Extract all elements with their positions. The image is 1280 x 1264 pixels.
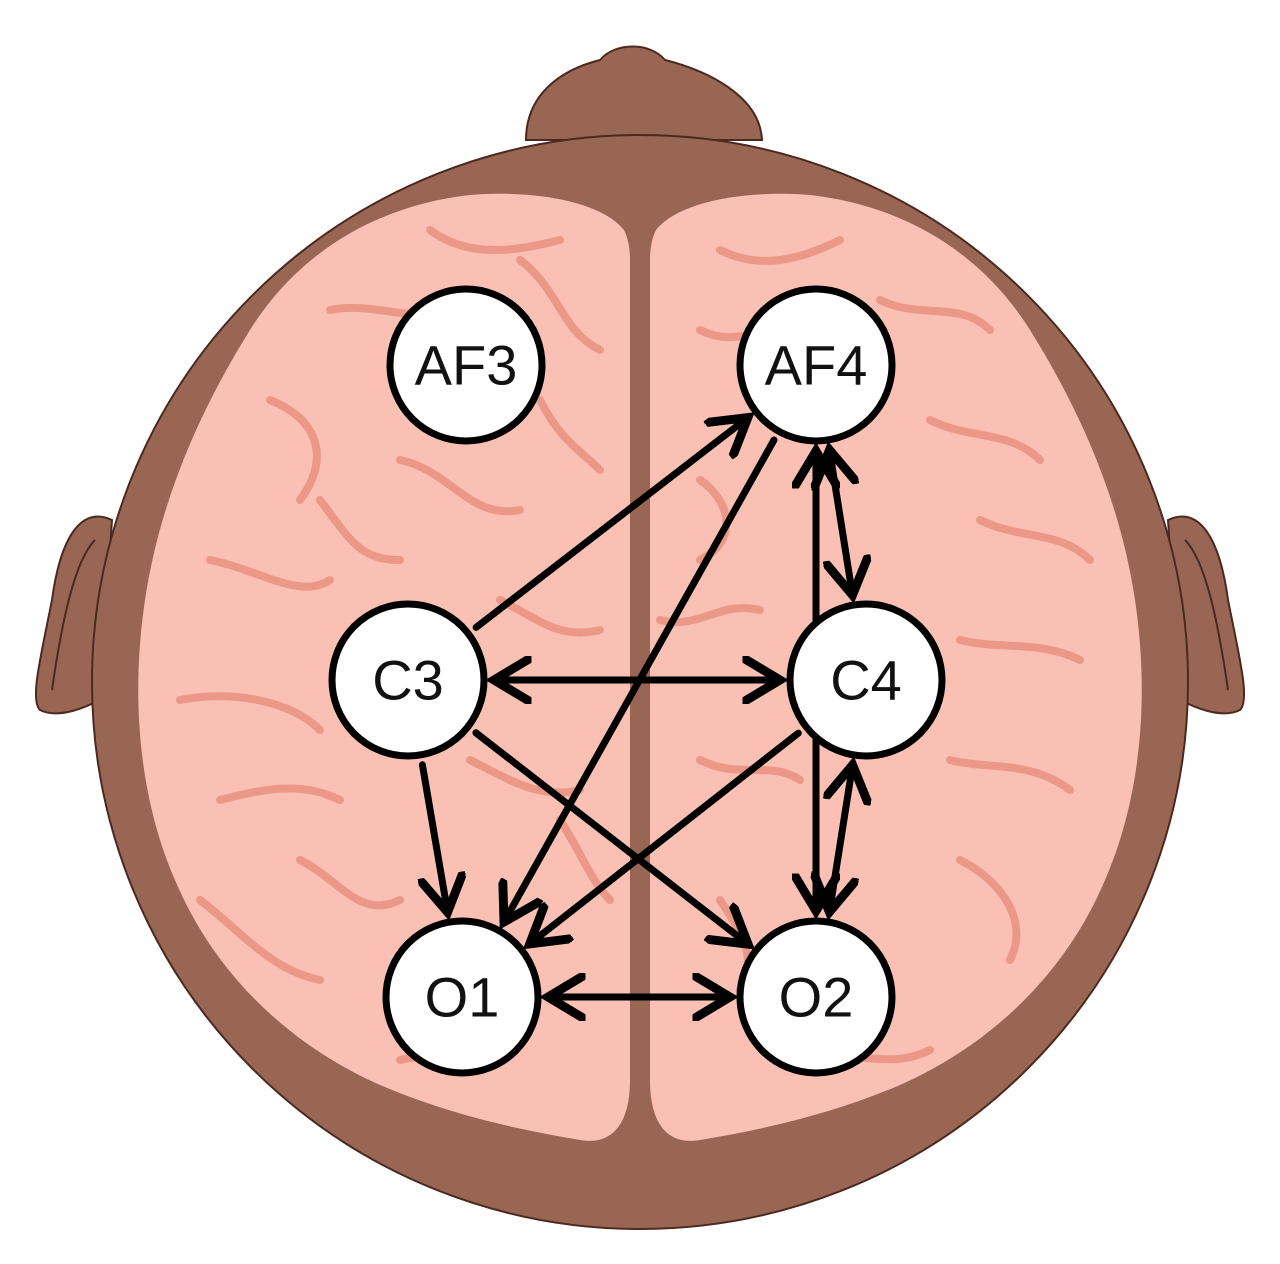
arrow-c3-af4 bbox=[472, 418, 748, 631]
electrode-circle bbox=[328, 600, 488, 760]
nose bbox=[524, 45, 764, 141]
arrow-c4-o1 bbox=[530, 729, 802, 944]
arrow-c3-o1 bbox=[422, 761, 447, 912]
electrode-o1[interactable]: O1 bbox=[382, 917, 542, 1077]
electrode-o2[interactable]: O2 bbox=[736, 917, 896, 1077]
electrode-label: O1 bbox=[425, 966, 500, 1029]
electrode-c4[interactable]: C4 bbox=[786, 600, 946, 760]
electrode-circle bbox=[736, 285, 896, 445]
electrode-label: C4 bbox=[830, 649, 902, 712]
electrode-label: AF3 bbox=[415, 334, 518, 397]
electrode-label: AF4 bbox=[765, 334, 868, 397]
electrode-af4[interactable]: AF4 bbox=[736, 285, 896, 445]
electrode-c3[interactable]: C3 bbox=[328, 600, 488, 760]
left-ear-detail bbox=[51, 539, 96, 691]
electrode-af3[interactable]: AF3 bbox=[386, 285, 546, 445]
arrow-c4-o2 bbox=[829, 765, 852, 912]
arrow-c3-o2 bbox=[472, 729, 748, 944]
electrode-circle bbox=[386, 285, 546, 445]
electrode-circle bbox=[736, 917, 896, 1077]
electrode-label: O2 bbox=[779, 966, 854, 1029]
right-ear-detail bbox=[1184, 539, 1229, 691]
electrode-label: C3 bbox=[372, 649, 444, 712]
electrode-circle bbox=[786, 600, 946, 760]
electrode-circle bbox=[382, 917, 542, 1077]
arrow-af4-c4 bbox=[830, 450, 853, 595]
electrodes-layer: AF3 AF4 C3 C4 O1 O2 bbox=[328, 285, 946, 1077]
